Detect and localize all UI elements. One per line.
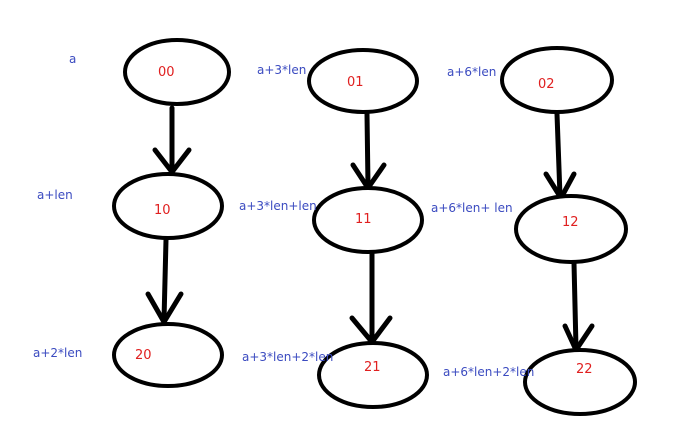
node-ellipse bbox=[112, 322, 224, 388]
address-label-00: a bbox=[69, 52, 76, 66]
node-10: 10 bbox=[112, 172, 224, 240]
node-22: 22 bbox=[523, 348, 637, 416]
node-ellipse bbox=[514, 194, 628, 264]
node-label: 22 bbox=[576, 362, 593, 377]
node-ellipse bbox=[112, 172, 224, 240]
node-ellipse bbox=[123, 38, 231, 106]
node-label: 12 bbox=[562, 215, 579, 230]
address-label-22: a+6*len+2*len bbox=[443, 365, 534, 379]
node-label: 00 bbox=[158, 65, 175, 80]
node-01: 01 bbox=[307, 48, 419, 114]
node-label: 10 bbox=[154, 203, 171, 218]
edge-00-10 bbox=[152, 105, 192, 175]
node-label: 02 bbox=[538, 77, 555, 92]
node-ellipse bbox=[307, 48, 419, 114]
address-label-11: a+3*len+len bbox=[239, 199, 317, 213]
edge-11-21 bbox=[349, 251, 393, 345]
address-label-12: a+6*len+ len bbox=[431, 201, 513, 215]
node-label: 21 bbox=[364, 360, 381, 375]
address-label-21: a+3*len+2*len bbox=[242, 350, 333, 364]
node-00: 00 bbox=[123, 38, 231, 106]
node-label: 01 bbox=[347, 75, 364, 90]
node-ellipse bbox=[523, 348, 637, 416]
address-label-01: a+3*len bbox=[257, 63, 306, 77]
address-label-02: a+6*len bbox=[447, 65, 496, 79]
address-labels: a a+3*len a+6*len a+len a+3*len+len a+6*… bbox=[33, 52, 534, 379]
edge-12-22 bbox=[562, 260, 595, 353]
node-label: 20 bbox=[135, 348, 152, 363]
address-label-20: a+2*len bbox=[33, 346, 82, 360]
node-11: 11 bbox=[312, 186, 424, 254]
node-ellipse bbox=[500, 46, 614, 114]
node-20: 20 bbox=[112, 322, 224, 388]
node-12: 12 bbox=[514, 194, 628, 264]
nodes: 00 01 02 10 11 12 20 21 bbox=[112, 38, 637, 416]
edge-02-12 bbox=[543, 111, 577, 201]
address-label-10: a+len bbox=[37, 188, 73, 202]
node-02: 02 bbox=[500, 46, 614, 114]
node-label: 11 bbox=[355, 212, 372, 227]
edge-10-20 bbox=[145, 237, 184, 325]
node-21: 21 bbox=[317, 341, 429, 409]
node-ellipse bbox=[317, 341, 429, 409]
node-ellipse bbox=[312, 186, 424, 254]
edge-01-11 bbox=[350, 111, 387, 191]
